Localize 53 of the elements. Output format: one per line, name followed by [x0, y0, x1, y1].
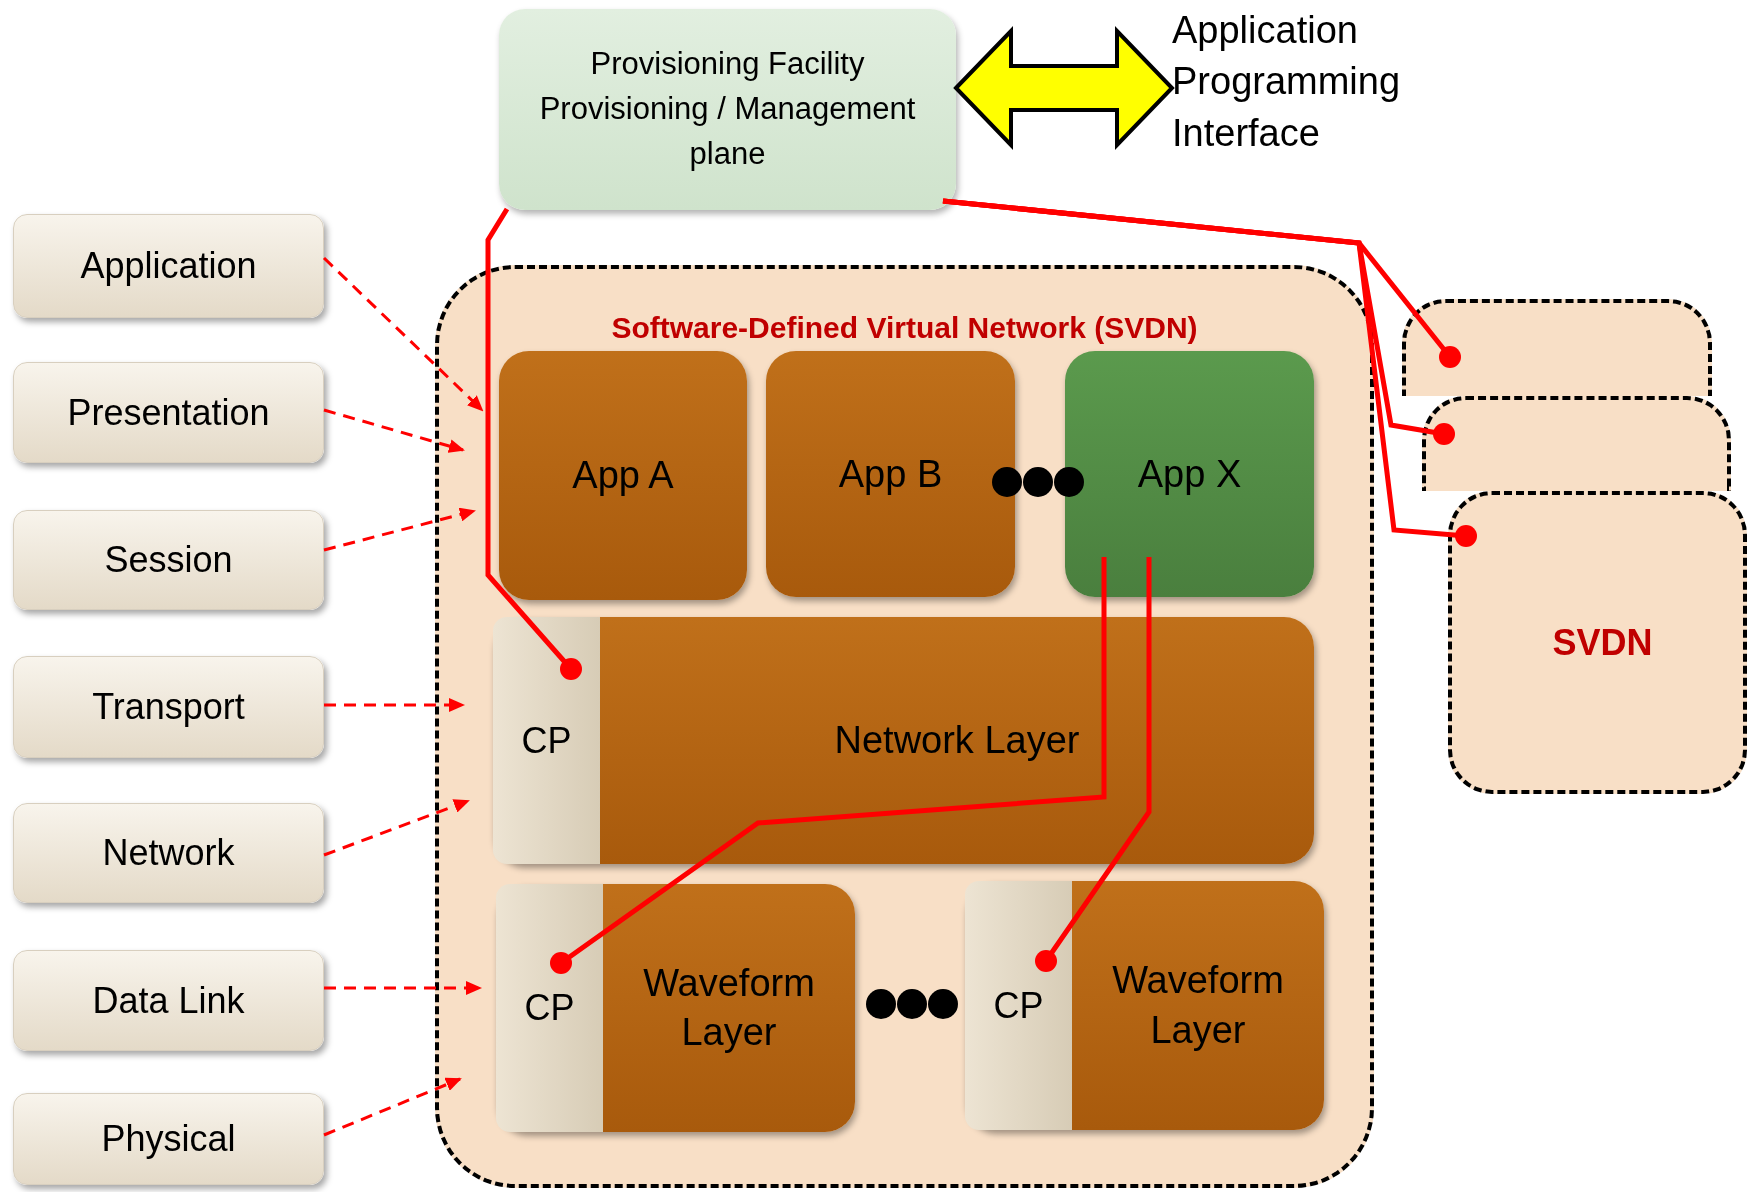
cp-box — [965, 881, 1072, 1130]
app-name: App B — [838, 451, 943, 497]
container-title: Software-Defined Virtual Network (SVDN) — [611, 310, 1198, 346]
layer-box — [493, 617, 1314, 864]
cp-box — [496, 884, 603, 1132]
network-card — [1448, 491, 1747, 794]
plane-box — [499, 9, 956, 210]
double-arrow — [953, 26, 1175, 150]
layer-box — [13, 656, 324, 758]
network-container — [435, 265, 1374, 1188]
dashed-arrow — [323, 507, 476, 552]
layer-box — [13, 1093, 324, 1185]
layer-name: Network Layer — [833, 717, 1081, 763]
interface-label: Application Programming Interface — [1172, 5, 1452, 170]
dashed-arrow — [323, 408, 465, 453]
dashed-arrow — [323, 1077, 462, 1137]
layer-box — [965, 881, 1324, 1130]
layer-name: Waveform Layer — [1111, 958, 1285, 1053]
dashed-arrow — [323, 799, 470, 857]
layer-name: Network — [102, 831, 235, 875]
network-card — [1422, 396, 1731, 491]
layer-box — [13, 362, 324, 463]
app-name: App X — [1137, 451, 1242, 497]
layer-box — [13, 803, 324, 903]
connector-line — [1035, 557, 1152, 972]
layer-name: Transport — [92, 685, 245, 729]
layer-box — [13, 510, 324, 610]
app-box — [1065, 351, 1314, 597]
layer-name: Data Link — [92, 978, 245, 1023]
dashed-arrow — [324, 698, 465, 712]
connector-line — [485, 207, 582, 680]
network-name: SVDN — [1552, 620, 1653, 665]
layer-box — [496, 884, 855, 1132]
cp-label: CP — [993, 983, 1044, 1028]
connector-line — [550, 557, 1107, 974]
app-box — [499, 351, 747, 600]
box-label: Provisioning Facility Provisioning / Management plane — [538, 45, 917, 173]
cp-label: CP — [524, 986, 575, 1030]
dashed-arrow — [322, 256, 484, 412]
layer-name: Presentation — [67, 390, 270, 435]
layer-name: Session — [104, 538, 233, 582]
layer-name: Application — [80, 244, 257, 288]
connector-line — [942, 198, 1477, 547]
network-card — [1402, 299, 1712, 396]
app-box — [766, 351, 1015, 597]
cp-label: CP — [521, 718, 572, 763]
cp-box — [493, 617, 600, 864]
layer-box — [13, 214, 324, 318]
app-name: App A — [572, 453, 674, 498]
layer-name: Waveform Layer — [642, 960, 816, 1055]
layer-box — [13, 950, 324, 1051]
layer-name: Physical — [101, 1117, 236, 1161]
dashed-arrow — [324, 981, 482, 995]
